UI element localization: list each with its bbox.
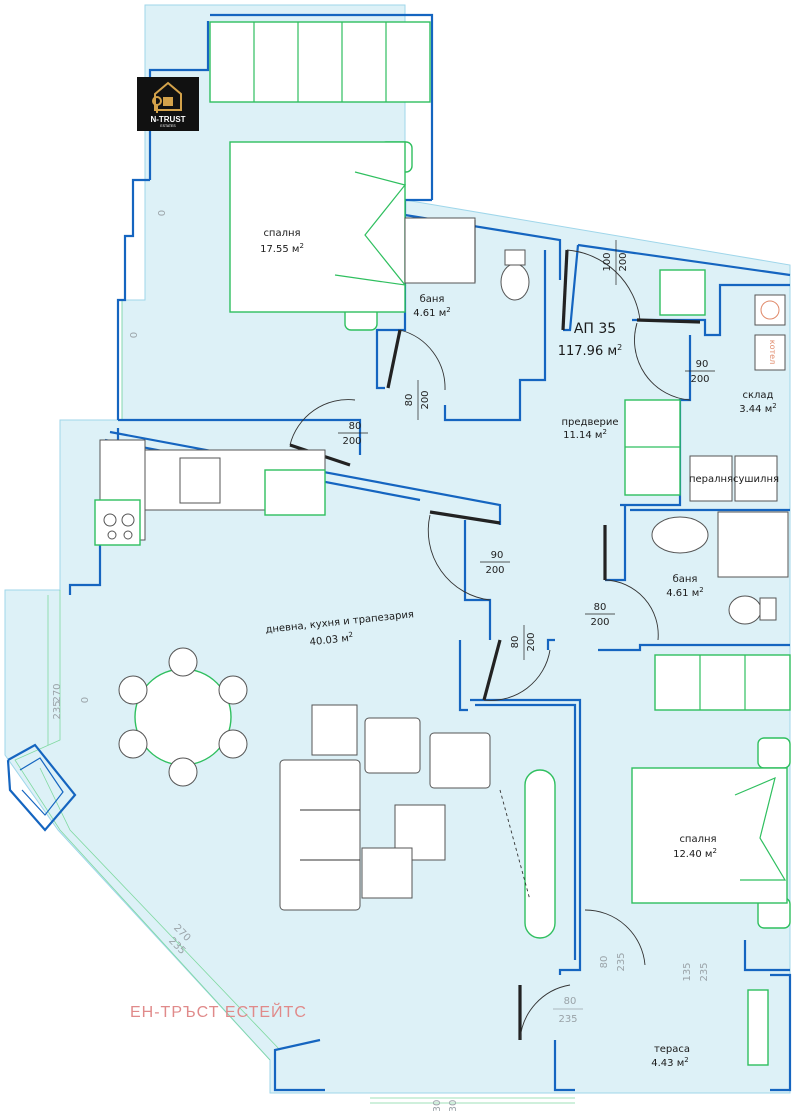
bath2-area: 4.61 м2 — [666, 586, 703, 599]
bath1-area: 4.61 м2 — [413, 306, 450, 319]
door-dim: 80 — [594, 602, 607, 613]
storage-fixtures — [659, 269, 786, 502]
terrace-area: 4.43 м2 — [651, 1056, 688, 1069]
logo-name: N-TRUST — [150, 115, 186, 124]
terrace-fixture — [747, 989, 769, 1066]
door-dim: 90 — [696, 359, 709, 370]
bath1-fixtures — [404, 217, 530, 301]
boiler-label: котел — [768, 340, 777, 364]
door-dim: 200 — [690, 374, 709, 385]
door-dim: 90 — [491, 550, 504, 561]
door-dim: 135 — [682, 962, 693, 981]
brand-logo: N-TRUST ESTATES — [137, 77, 199, 131]
facade-glass-lines — [14, 300, 575, 1104]
hall-area: 11.14 м2 — [563, 428, 607, 441]
dryer-label: сушилня — [733, 474, 779, 485]
door-dim: 235 — [558, 1014, 577, 1025]
bedroom2-area: 12.40 м2 — [673, 847, 717, 860]
bath2-name: баня — [673, 574, 698, 585]
door-dim: 200 — [342, 436, 361, 447]
terrace-name: тераса — [654, 1044, 690, 1055]
walls — [6, 13, 792, 1092]
apartment-area: 117.96 м2 — [558, 343, 623, 359]
bedroom2-furniture — [631, 654, 791, 929]
hall-wardrobe — [624, 399, 681, 496]
door-dim: 200 — [420, 390, 431, 409]
door-dim: 235 — [699, 962, 710, 981]
door-dim: 200 — [485, 565, 504, 576]
hall-name: предверие — [562, 417, 619, 428]
storage-area: 3.44 м2 — [739, 402, 776, 415]
bath1-name: баня — [420, 294, 445, 305]
window-mark: 0 — [129, 332, 140, 338]
house-key-icon — [152, 81, 182, 113]
kitchen-counter — [94, 439, 326, 546]
logo-sub: ESTATES — [160, 124, 176, 128]
window-mark: 0 — [157, 210, 168, 216]
living-seating — [279, 704, 556, 939]
door-dim: 200 — [590, 617, 609, 628]
apartment-name: АП 35 — [574, 321, 616, 337]
watermark-text: ЕН-ТРЪСТ ЕСТЕЙТС — [130, 1004, 307, 1021]
door-dim: 30 — [448, 1100, 459, 1111]
window-dim: 235 — [52, 700, 63, 719]
door-dim: 80 — [599, 956, 610, 969]
door-dim: 80 — [404, 394, 415, 407]
door-dim: 80 — [510, 636, 521, 649]
door-dimensions: 100 200 80 200 80 200 90 200 90 200 80 2… — [338, 240, 715, 1111]
door-dim: 80 — [349, 421, 362, 432]
door-dim: 80 — [564, 996, 577, 1007]
door-dim: 100 — [602, 252, 613, 271]
storage-name: склад — [743, 390, 774, 401]
bedroom2-name: спалня — [679, 834, 716, 845]
door-dim: 30 — [432, 1100, 443, 1111]
door-dim: 235 — [616, 952, 627, 971]
door-dim: 200 — [618, 252, 629, 271]
bedroom1-area: 17.55 м2 — [260, 242, 304, 255]
washer-label: пералня — [689, 474, 733, 485]
bedroom1-name: спалня — [263, 228, 300, 239]
window-dim: 270 — [52, 683, 63, 702]
bedroom1-furniture — [209, 21, 431, 331]
bath2-fixtures — [651, 511, 789, 625]
door-dim: 200 — [526, 632, 537, 651]
living-area: 40.03 м2 — [309, 631, 354, 649]
window-mark: 0 — [80, 697, 91, 703]
dining-table — [118, 647, 248, 787]
